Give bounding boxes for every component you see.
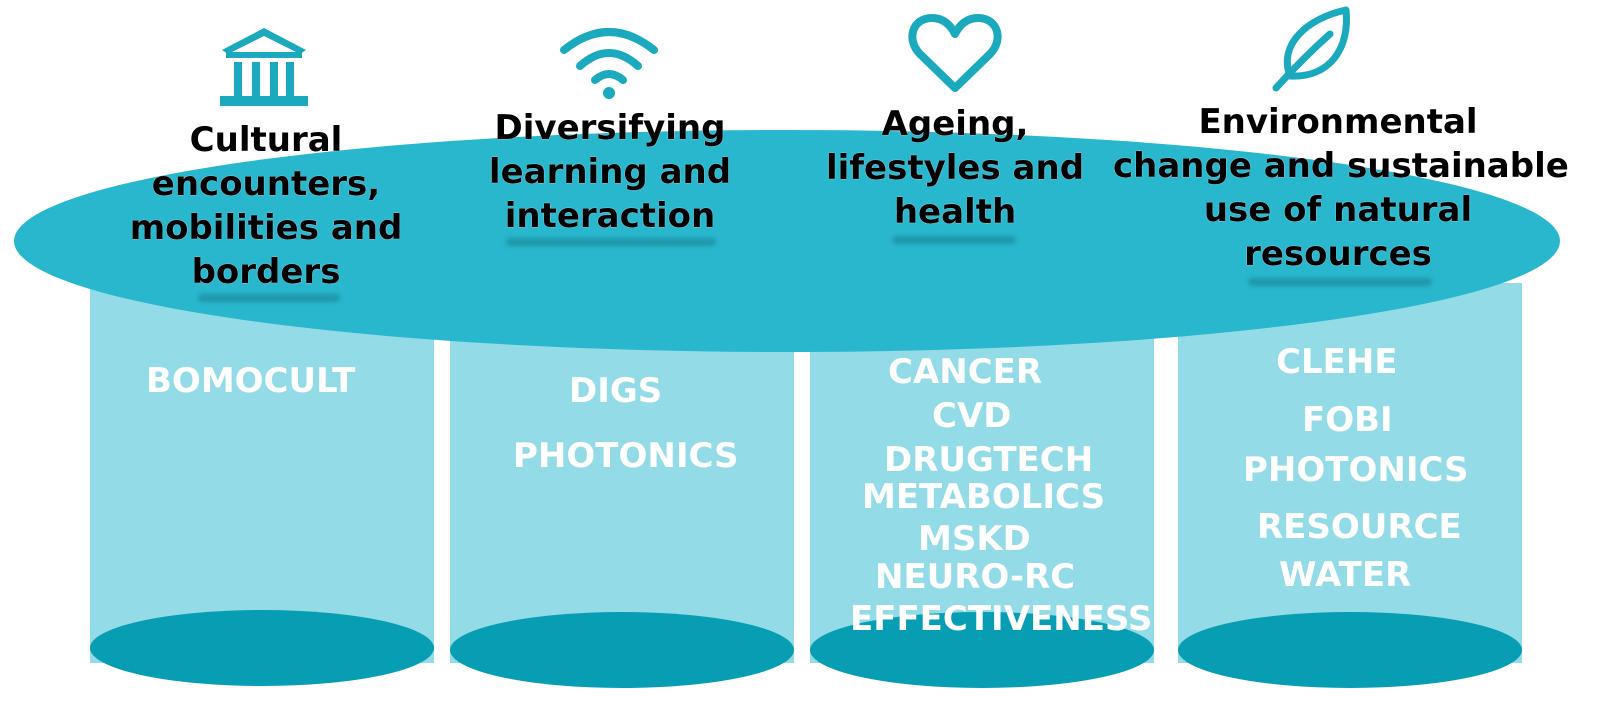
title-line: Environmental xyxy=(1198,102,1478,142)
pillar-base-2 xyxy=(450,612,794,688)
museum-icon xyxy=(220,24,308,108)
title-line: change and sustainable xyxy=(1113,146,1569,186)
project-label: EFFECTIVENESS xyxy=(850,599,1153,639)
title-shadow xyxy=(1248,278,1432,286)
project-label: BOMOCULT xyxy=(146,361,356,401)
project-label: DRUGTECH xyxy=(884,440,1094,480)
title-line: resources xyxy=(1244,234,1432,274)
title-line: interaction xyxy=(504,196,716,236)
title-line: learning and xyxy=(488,152,732,192)
top-band xyxy=(14,130,1560,352)
project-label: DIGS xyxy=(569,371,663,411)
leaf-icon xyxy=(1272,4,1354,92)
project-label: METABOLICS xyxy=(862,477,1106,517)
project-label: CVD xyxy=(932,396,1012,436)
title-line: Diversifying xyxy=(494,108,726,148)
project-label: FOBI xyxy=(1302,400,1393,440)
pillar-base-4 xyxy=(1178,612,1522,688)
title-shadow xyxy=(198,294,340,302)
pillar-base-3 xyxy=(810,612,1154,688)
pillar-title-cultural: Cultural encounters, mobilities and bord… xyxy=(116,118,416,294)
heart-icon xyxy=(908,12,1002,94)
title-line: lifestyles and xyxy=(825,148,1085,188)
project-label: WATER xyxy=(1279,555,1412,595)
title-line: encounters, xyxy=(151,164,381,204)
project-label: PHOTONICS xyxy=(1243,450,1469,490)
pillar-column-1 xyxy=(90,283,434,663)
pillar-title-learning: Diversifying learning and interaction xyxy=(460,106,760,238)
project-label: CLEHE xyxy=(1276,342,1398,382)
title-line: use of natural xyxy=(1203,190,1473,230)
project-label: PHOTONICS xyxy=(513,436,739,476)
wifi-icon xyxy=(558,20,660,102)
project-label: CANCER xyxy=(888,352,1043,392)
project-label: MSKD xyxy=(918,519,1031,559)
title-line: Ageing, xyxy=(881,104,1029,144)
project-label: NEURO-RC xyxy=(875,557,1076,597)
pillar-column-4 xyxy=(1178,283,1522,663)
title-line: mobilities and xyxy=(129,208,403,248)
pillar-base-1 xyxy=(90,610,434,686)
title-shadow xyxy=(892,236,1016,244)
pillar-title-environment: Environmental change and sustainable use… xyxy=(1113,100,1569,276)
title-shadow xyxy=(506,238,716,246)
pillar-title-ageing: Ageing, lifestyles and health xyxy=(805,102,1105,234)
title-line: borders xyxy=(191,252,341,292)
project-label: RESOURCE xyxy=(1257,507,1462,547)
title-line: health xyxy=(893,192,1017,232)
title-line: Cultural xyxy=(189,120,343,160)
